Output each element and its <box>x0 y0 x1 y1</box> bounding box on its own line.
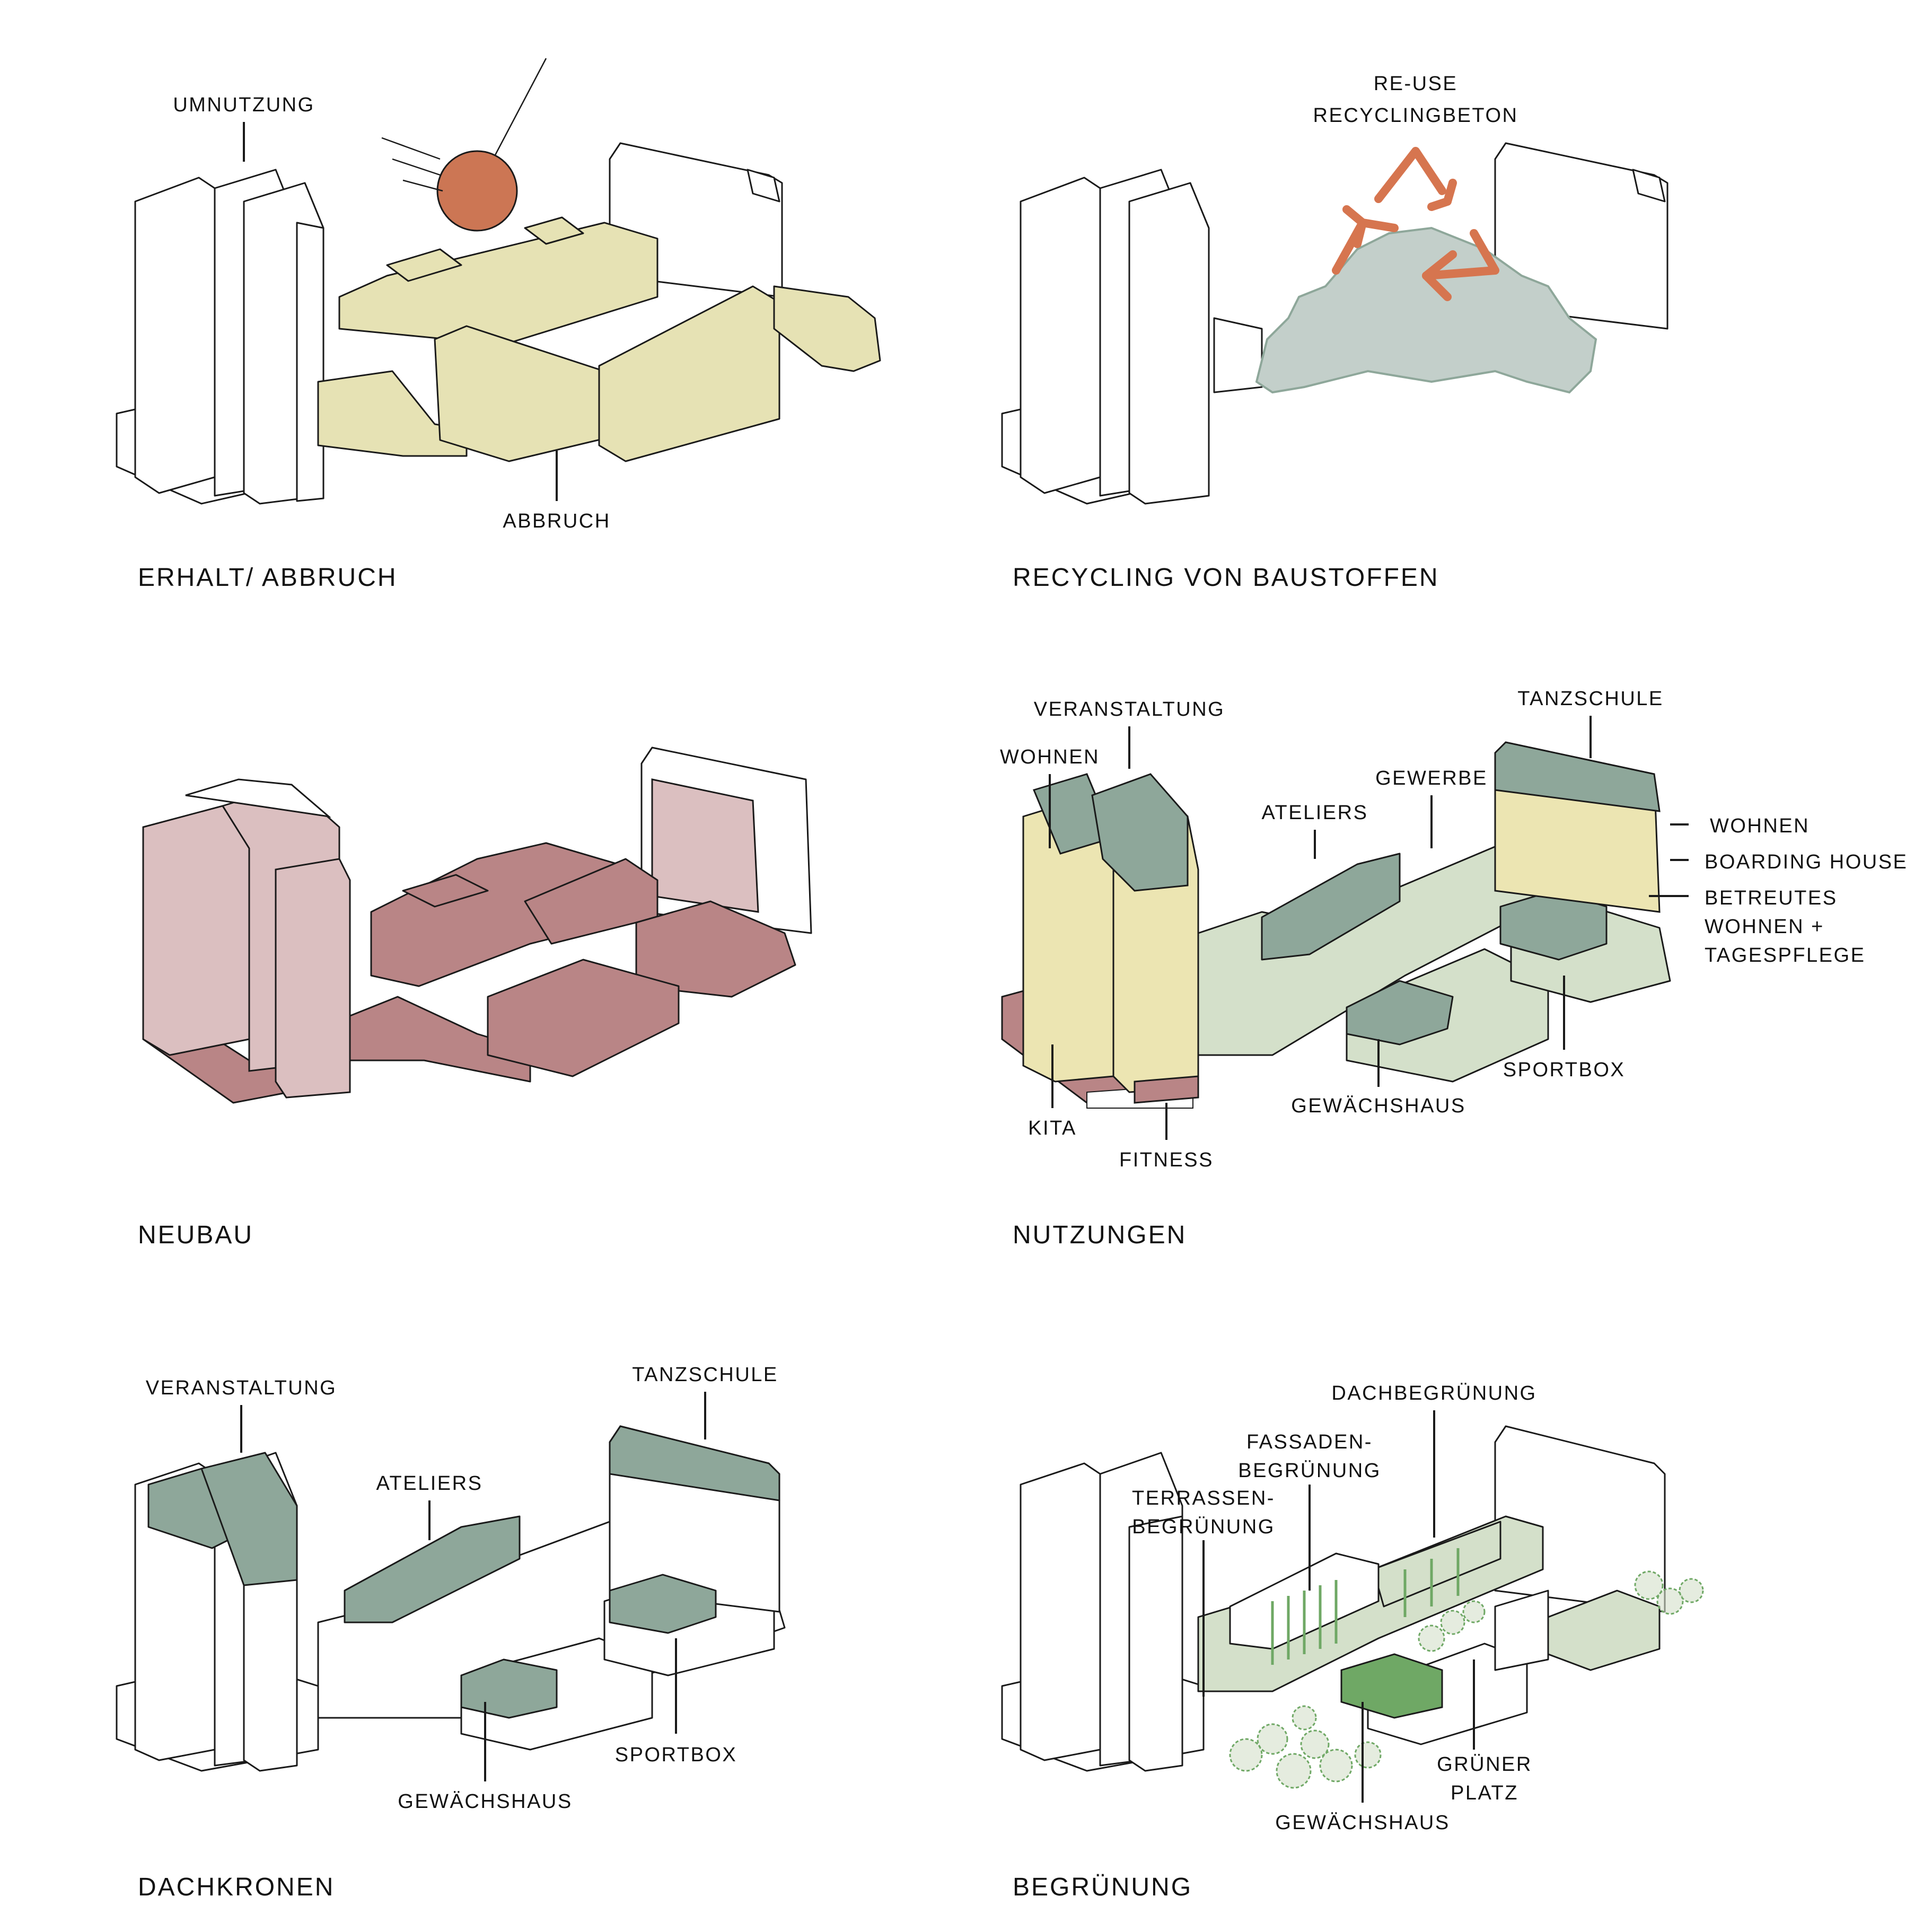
tower <box>1001 1452 1205 1772</box>
leaders-begruenung <box>1202 1410 1475 1803</box>
label-umnutzung: UMNUTZUNG <box>173 94 314 116</box>
panel-dachkronen: VERANSTALTUNG TANZSCHULE ATELIERS SPORTB… <box>116 1364 786 1901</box>
tower-roof <box>147 1452 298 1586</box>
label-gruener-1: GRÜNER <box>1437 1753 1532 1776</box>
label-betreutes-2: WOHNEN + <box>1705 916 1824 938</box>
panel-erhalt-abbruch: UMNUTZUNG ABBRUCH ERHALT/ ABBRUCH <box>116 58 881 592</box>
label-ateliers: ATELIERS <box>1262 802 1368 824</box>
slab-right <box>609 1425 780 1613</box>
leaders-nutzungen <box>1049 716 1689 1140</box>
residential-tower <box>1022 773 1199 1104</box>
wrecking-ball <box>381 58 547 232</box>
title-dachkronen: DACHKRONEN <box>138 1873 335 1901</box>
label-fassaden-1: FASSADEN- <box>1246 1431 1373 1453</box>
neubau-slab-right <box>640 747 812 934</box>
label-sportbox: SPORTBOX <box>1503 1059 1625 1081</box>
label-terrassen-2: BEGRÜNUNG <box>1132 1516 1275 1538</box>
title-neubau: NEUBAU <box>138 1221 253 1249</box>
label-terrassen-1: TERRASSEN- <box>1132 1487 1275 1509</box>
trees <box>1229 1570 1704 1789</box>
label-veranstaltung: VERANSTALTUNG <box>146 1377 337 1399</box>
label-gewaechshaus: GEWÄCHSHAUS <box>398 1790 572 1813</box>
label-betreutes-3: TAGESPFLEGE <box>1705 944 1865 967</box>
preserved-tower <box>1001 169 1263 505</box>
label-betreutes-1: BETREUTES <box>1705 887 1838 909</box>
label-fitness: FITNESS <box>1119 1149 1214 1171</box>
label-gewaechshaus: GEWÄCHSHAUS <box>1291 1095 1465 1117</box>
panel-recycling: RE-USE RECYCLINGBETON RECYCLING VON BAUS… <box>1001 73 1668 592</box>
dachkronen-roofs <box>344 1515 717 1719</box>
label-ateliers: ATELIERS <box>376 1472 483 1495</box>
label-dachbegruenung: DACHBEGRÜNUNG <box>1331 1382 1536 1404</box>
preserved-tower <box>116 169 324 505</box>
label-kita: KITA <box>1028 1117 1077 1139</box>
neubau-tower <box>142 778 351 1099</box>
label-recyclingbeton: RECYCLINGBETON <box>1313 104 1518 127</box>
label-veranstaltung: VERANSTALTUNG <box>1034 698 1225 721</box>
label-tanzschule: TANZSCHULE <box>632 1364 778 1386</box>
title-nutzungen: NUTZUNGEN <box>1013 1221 1187 1249</box>
demolition-volumes <box>317 216 881 462</box>
facade-greening <box>1271 1548 1460 1665</box>
title-erhalt-abbruch: ERHALT/ ABBRUCH <box>138 564 398 592</box>
label-fassaden-2: BEGRÜNUNG <box>1238 1460 1381 1482</box>
label-reuse: RE-USE <box>1374 73 1458 95</box>
label-tanzschule: TANZSCHULE <box>1517 688 1664 710</box>
title-recycling: RECYCLING VON BAUSTOFFEN <box>1013 564 1439 592</box>
label-boarding-house: BOARDING HOUSE <box>1705 851 1908 873</box>
tanzschule-slab <box>1494 741 1661 913</box>
neubau-volumes <box>370 842 796 1077</box>
panel-neubau: NEUBAU <box>138 747 812 1249</box>
label-wohnen-right: WOHNEN <box>1710 815 1810 837</box>
label-sportbox: SPORTBOX <box>615 1744 737 1766</box>
greenhouse-roof <box>1340 1653 1443 1719</box>
recycle-icon <box>1332 147 1499 301</box>
title-begruenung: BEGRÜNUNG <box>1013 1873 1192 1901</box>
label-gruener-2: PLATZ <box>1451 1782 1518 1804</box>
panel-nutzungen: VERANSTALTUNG WOHNEN ATELIERS GEWERBE TA… <box>1000 688 1908 1249</box>
panel-begruenung: DACHBEGRÜNUNG FASSADEN- BEGRÜNUNG TERRAS… <box>1001 1382 1704 1901</box>
leaders-dachkronen <box>240 1392 706 1781</box>
label-gewaechshaus: GEWÄCHSHAUS <box>1275 1812 1450 1834</box>
label-abbruch: ABBRUCH <box>503 510 610 532</box>
label-wohnen-left: WOHNEN <box>1000 746 1100 768</box>
label-gewerbe: GEWERBE <box>1375 767 1488 789</box>
green-roofs <box>1261 853 1608 1046</box>
